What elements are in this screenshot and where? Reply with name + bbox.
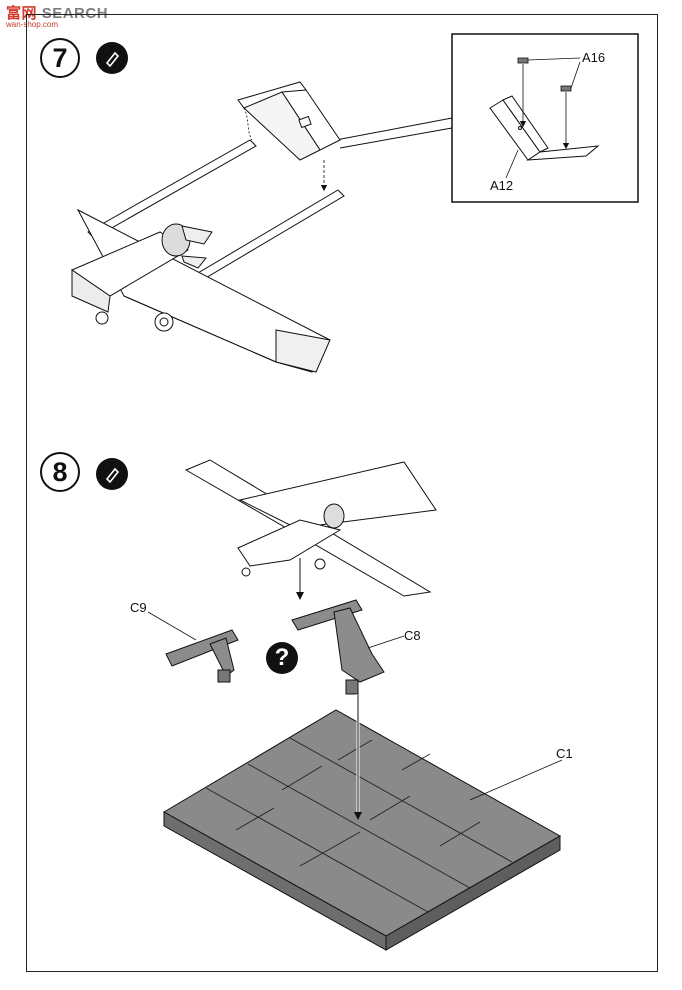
label-a12: A12 <box>490 178 514 193</box>
page-frame <box>26 14 658 972</box>
question-mark-icon: ? <box>266 642 298 674</box>
glue-drop-icon <box>105 51 120 67</box>
cement-glue-icon-step8 <box>96 458 128 490</box>
leader-a12 <box>505 149 519 179</box>
label-c1: C1 <box>556 746 573 761</box>
leader-a16-2 <box>570 61 581 89</box>
leader-c9 <box>147 611 197 641</box>
small-part-a16-2 <box>560 85 572 92</box>
step-7-number: 7 <box>40 38 80 78</box>
small-part-a16-1 <box>517 57 529 64</box>
inset-callout-line-1 <box>335 117 453 141</box>
fuselage <box>70 223 213 332</box>
guide-line-left <box>243 107 253 141</box>
glue-drop-icon <box>105 467 120 483</box>
inset-callout-line-2 <box>339 127 453 149</box>
leader-c1 <box>469 759 563 801</box>
tail-assembly <box>237 81 341 161</box>
stand-part-c9 <box>165 629 239 683</box>
cement-glue-icon <box>96 42 128 74</box>
assembled-aircraft <box>184 459 437 597</box>
tail-part-a12-detail <box>489 95 600 161</box>
stand-part-c8 <box>291 599 385 695</box>
step-8-number: 8 <box>40 452 80 492</box>
watermark-cn: 富 <box>6 5 22 22</box>
leader-a16-1 <box>527 57 581 61</box>
watermark: 富网 SEARCH <box>6 2 108 23</box>
watermark-brand: SEARCH <box>41 5 109 22</box>
watermark-cn-2: 网 <box>21 5 38 22</box>
leader-c8 <box>367 635 405 649</box>
watermark-url: wan-shop.com <box>6 20 59 29</box>
label-c8: C8 <box>404 628 421 643</box>
display-base-c1 <box>162 709 562 951</box>
label-c9: C9 <box>130 600 147 615</box>
tail-booms <box>87 139 345 293</box>
label-a16: A16 <box>582 50 606 65</box>
